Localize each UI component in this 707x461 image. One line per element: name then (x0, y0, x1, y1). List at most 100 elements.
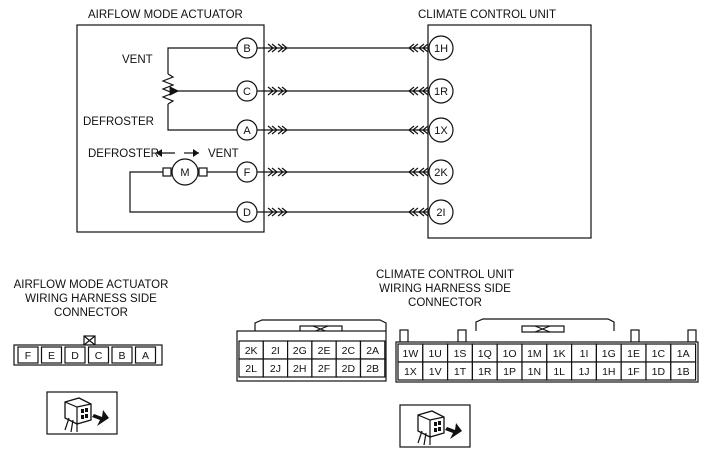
motor-symbol (171, 158, 199, 186)
motor-direction-right: VENT (208, 148, 239, 160)
ccu-pin-label: 1H (434, 43, 448, 55)
ccu-right-cell-label: 1D (652, 366, 666, 378)
ccu-right-cell-label: 1B (677, 366, 690, 378)
ccu-right-cell-label: 1G (602, 348, 616, 360)
actuator-connector-cell (87, 346, 110, 364)
ccu-right-cell-label: 1O (503, 348, 517, 360)
ccu-connector-title-2: WIRING HARNESS SIDE (379, 283, 511, 295)
ccu-right-cell-label: 1V (429, 366, 442, 378)
connector-chevron-icon (277, 125, 288, 135)
motor-label: M (180, 167, 189, 179)
connector-chevron-icon (408, 167, 419, 177)
actuator-connector-title-1: AIRFLOW MODE ACTUATOR (14, 279, 169, 291)
actuator-title: AIRFLOW MODE ACTUATOR (88, 9, 243, 21)
actuator-connector-cell (17, 346, 39, 364)
ccu-connector-title-3: CONNECTOR (408, 297, 482, 309)
ccu-right-cell-label: 1N (528, 366, 541, 378)
ccu-left-cell-label: 2D (342, 363, 356, 375)
ccu-right-cell-label: 1C (652, 348, 666, 360)
ccu-left-cell-label: 2L (245, 363, 257, 375)
actuator-connector-cell (111, 346, 133, 364)
actuator-pin-label: A (243, 125, 251, 137)
ccu-title: CLIMATE CONTROL UNIT (418, 9, 556, 21)
connector-chevron-icon (408, 125, 419, 135)
ccu-right-cell-label: 1J (578, 366, 589, 378)
connector-chevron-icon (418, 207, 429, 217)
ccu-left-cell-label: 2C (342, 345, 356, 357)
vent-label: VENT (122, 54, 153, 66)
ccu-left-cell-label: 2B (366, 363, 379, 375)
ccu-right-cell-label: 1A (677, 348, 690, 360)
ccu-left-housing (254, 319, 387, 331)
ccu-right-cell-label: 1I (580, 348, 589, 360)
actuator-connector-title-2: WIRING HARNESS SIDE (25, 293, 157, 305)
ccu-right-cell-label: 1F (627, 366, 639, 378)
ccu-right-cell-label: 1X (404, 366, 417, 378)
connector-chevron-icon (277, 167, 288, 177)
actuator-connector-cell-label: A (142, 350, 149, 362)
ccu-right-cell-label: 1W (403, 348, 419, 360)
actuator-box (76, 24, 265, 233)
ccu-right-cell-label: 1H (602, 366, 615, 378)
ccu-pin-label: 1R (434, 86, 448, 98)
ccu-right-latch-cross (534, 325, 551, 333)
connector-chevron-icon (277, 43, 288, 53)
ccu-right-housing (475, 318, 615, 331)
connector-chevron-icon (267, 125, 278, 135)
ccu-right-cell-label: 1T (454, 366, 467, 378)
ccu-right-post-4 (687, 329, 697, 343)
ccu-right-cell-label: 1Q (478, 348, 492, 360)
ccu-left-cell-label: 2K (245, 345, 258, 357)
actuator-connector-cell (134, 346, 157, 364)
ccu-left-cell (359, 358, 386, 378)
latch-cross (83, 335, 96, 346)
actuator-pin-label: B (243, 43, 250, 55)
actuator-connector-cell (64, 346, 86, 364)
defroster-label: DEFROSTER (83, 116, 154, 128)
ccu-left-cell-label: 2G (293, 345, 307, 357)
ccu-right-cell-label: 1U (428, 348, 441, 360)
ccu-left-cell-label: 2F (318, 363, 330, 375)
connector-chevron-icon (418, 86, 429, 96)
ccu-left-cell-label: 2A (366, 345, 379, 357)
ccu-right-post-3 (630, 329, 640, 343)
ccu-right-post-1 (399, 329, 409, 343)
connector-view-icon (46, 391, 118, 435)
motor-terminal-right (198, 167, 208, 177)
ccu-pin-label: 1X (434, 125, 448, 137)
connector-chevron-icon (418, 167, 429, 177)
ccu-right-post-2 (457, 329, 467, 343)
pin-a-wire (167, 104, 237, 131)
actuator-connector-cell-label: F (25, 350, 31, 362)
ccu-right-cell-label: 1P (503, 366, 516, 378)
actuator-connector-cell-label: D (71, 350, 79, 362)
connector-chevron-icon (418, 43, 429, 53)
actuator-pin-label: D (243, 207, 251, 219)
ccu-left-cell-label: 2I (271, 345, 280, 357)
connector-chevron-icon (408, 43, 419, 53)
connector-chevron-icon (267, 86, 278, 96)
connector-chevron-icon (277, 207, 288, 217)
ccu-box (427, 24, 592, 239)
connector-chevron-icon (408, 86, 419, 96)
pin-b-wire (167, 47, 237, 74)
motor-direction-left: DEFROSTER (88, 148, 159, 160)
actuator-connector-cell-label: C (95, 350, 103, 362)
ccu-right-cell-label: 1L (553, 366, 565, 378)
ccu-right-cell-label: 1R (478, 366, 492, 378)
ccu-left-cell-label: 2J (270, 363, 281, 375)
motor-terminal-left (162, 167, 172, 177)
actuator-connector-title-3: CONNECTOR (54, 307, 128, 319)
harness-wires (257, 43, 429, 217)
connector-chevron-icon (267, 207, 278, 217)
connector-chevron-icon (408, 207, 419, 217)
ccu-left-cell-label: 2E (318, 345, 331, 357)
ccu-left-cell-label: 2H (293, 363, 306, 375)
ccu-right-cell-label: 1E (627, 348, 640, 360)
